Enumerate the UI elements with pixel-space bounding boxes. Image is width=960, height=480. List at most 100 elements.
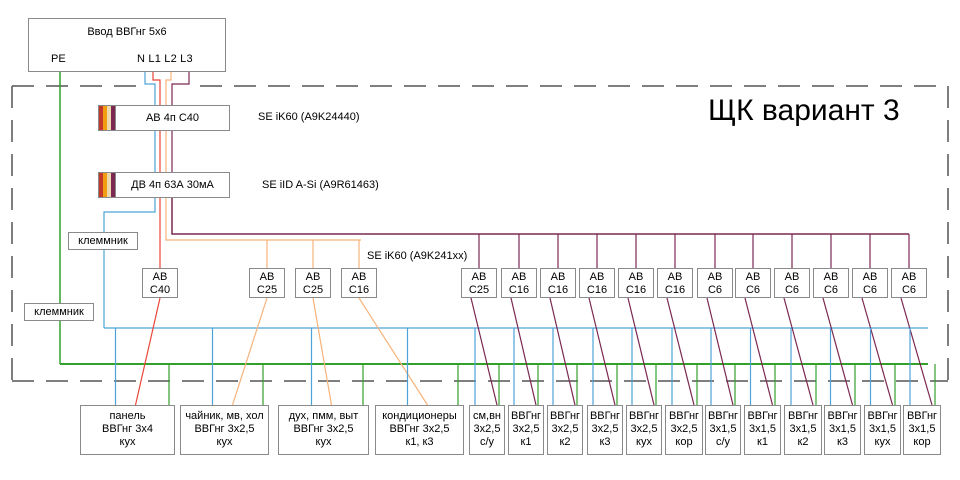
load-line: ВВГнг 3х4 xyxy=(102,423,153,435)
breaker-rating: С25 xyxy=(302,284,324,296)
load-line: ВВГнг xyxy=(867,410,898,422)
breaker-rating: С6 xyxy=(784,284,800,296)
breaker-type: АВ xyxy=(351,271,367,283)
breaker-rating: С6 xyxy=(862,284,878,296)
breaker-stripe xyxy=(99,106,103,130)
pe-label: PE xyxy=(51,53,66,65)
load-line: 3х1,5 xyxy=(789,423,817,435)
panel-title: ЩК вариант 3 xyxy=(708,94,900,127)
load-line: ВВГнг xyxy=(549,410,581,422)
load-line: ВВГнг xyxy=(628,410,660,422)
breaker-type: АВ xyxy=(901,271,917,283)
load-line: 3х1,5 xyxy=(829,423,856,435)
load-line: 3х1,5 xyxy=(749,423,776,435)
load-line: кор xyxy=(675,436,693,448)
load-line: 3х2,5 xyxy=(630,423,658,435)
breaker-type: АВ xyxy=(707,271,723,283)
input-cable-label: Ввод ВВГнг 5х6 xyxy=(87,26,167,38)
load-phase-wire xyxy=(134,297,161,406)
load-phase-wire xyxy=(549,297,576,406)
load-line: кух xyxy=(216,436,233,448)
load-phase-wire xyxy=(666,297,695,406)
load-line: ВВГнг xyxy=(827,410,858,422)
breaker-type: АВ xyxy=(152,271,168,283)
breaker-type: АВ xyxy=(823,271,839,283)
breaker-type: АВ xyxy=(784,271,800,283)
load-line: ВВГнг xyxy=(787,410,819,422)
breaker-type: АВ xyxy=(259,271,275,283)
l2-incoming-wire xyxy=(165,66,172,105)
load-phase-wire xyxy=(627,297,655,406)
load-phase-wire xyxy=(744,297,774,406)
breaker-type: АВ xyxy=(589,271,605,283)
load-line: чайник, мв, хол xyxy=(185,410,264,422)
load-line: 3х1,5 xyxy=(709,423,737,435)
breaker-rating: С16 xyxy=(625,284,647,296)
breaker-rating: С25 xyxy=(256,284,278,296)
load-line: с/у xyxy=(715,436,731,448)
breaker-rating: С16 xyxy=(547,284,569,296)
pe-terminal-block: клеммник xyxy=(24,303,94,321)
load-line: 3х2,5 xyxy=(670,423,698,435)
load-line: к3 xyxy=(837,436,848,448)
load-phase-wire xyxy=(470,297,498,406)
load-line: панель xyxy=(109,410,146,422)
input-cable-box: Ввод ВВГнг 5х6 PE N L1 L2 L3 xyxy=(28,18,226,72)
load-line: к3 xyxy=(599,436,611,448)
load-phase-wire xyxy=(861,297,894,406)
load-line: 3х1,5 xyxy=(869,423,896,435)
breaker-rating: С16 xyxy=(664,284,686,296)
load-line: ВВГнг 3х2,5 xyxy=(293,423,354,435)
l3-incoming-wire xyxy=(171,66,190,105)
breaker-stripe xyxy=(111,173,115,197)
load-line: ВВГнг xyxy=(668,410,700,422)
rcd-box: ДВ 4п 63А 30мА xyxy=(115,172,230,198)
load-phase-wire xyxy=(783,297,814,406)
load-line: ВВГнг 3х2,5 xyxy=(389,423,450,435)
load-line: кух xyxy=(119,436,136,448)
load-line: 3х1,5 xyxy=(908,423,936,435)
load-line: кондиционеры xyxy=(382,410,457,422)
breaker-stripe xyxy=(103,106,107,130)
breaker-mark-icon xyxy=(98,105,116,131)
phases-label: N L1 L2 L3 xyxy=(137,53,193,65)
breaker-type: АВ xyxy=(862,271,878,283)
load-line: 3х2,5 xyxy=(591,423,619,435)
breaker-type: АВ xyxy=(305,271,321,283)
neutral-terminal-label: клеммник xyxy=(78,235,128,247)
load-line: ВВГнг xyxy=(707,410,739,422)
breaker-rating: С6 xyxy=(707,284,723,296)
l3-bus xyxy=(171,198,909,235)
breaker-rating: С40 xyxy=(149,284,171,296)
l1-incoming-wire xyxy=(152,66,161,105)
load-phase-wire xyxy=(312,297,333,406)
breaker-stripe xyxy=(107,106,111,130)
load-line: кух xyxy=(874,436,891,448)
load-line: см,вн xyxy=(472,410,502,422)
breaker-stripe xyxy=(99,173,103,197)
neutral-rcd-terminal-wire xyxy=(103,198,156,232)
main-breaker-box: АВ 4п С40 xyxy=(115,105,230,131)
neutral-incoming-wire xyxy=(144,66,156,105)
l2-bus xyxy=(165,198,361,241)
